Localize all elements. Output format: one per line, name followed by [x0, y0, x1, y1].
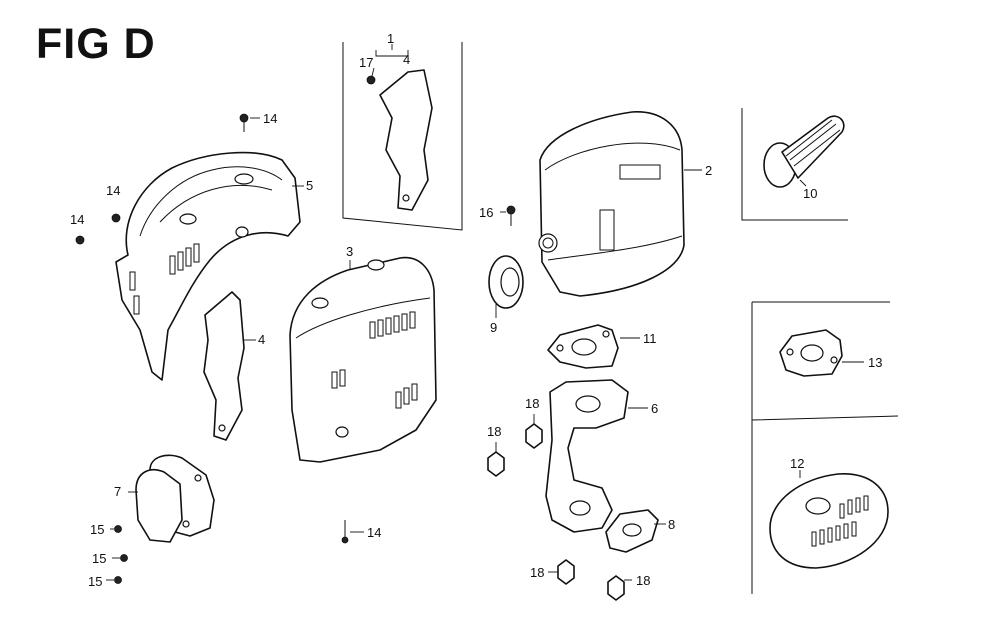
callout-15-c: 15 — [88, 574, 102, 589]
callout-18-a: 18 — [487, 424, 501, 439]
callout-11: 11 — [643, 331, 657, 346]
muffler-gasket — [547, 324, 619, 369]
callout-4-lower: 4 — [258, 332, 265, 347]
muffler-protector — [289, 256, 437, 463]
nut-18-b — [525, 423, 543, 449]
end-cap — [135, 454, 215, 543]
shroud-vents — [129, 243, 200, 315]
callout-2: 2 — [705, 163, 712, 178]
gasket-plate — [779, 329, 843, 377]
callout-labels: 1 2 3 4 4 5 6 7 8 9 10 11 12 13 14 14 14… — [70, 31, 882, 589]
callout-18-b: 18 — [525, 396, 539, 411]
exhaust-pipe — [545, 379, 629, 533]
callout-6: 6 — [651, 401, 658, 416]
bolt-14-left-a — [111, 213, 121, 223]
engine-shroud — [115, 151, 301, 381]
muffler — [538, 111, 685, 297]
callout-7: 7 — [114, 484, 121, 499]
callout-5: 5 — [306, 178, 313, 193]
callout-16: 16 — [479, 205, 493, 220]
callout-14-left-b: 14 — [70, 212, 84, 227]
callout-4-upper: 4 — [403, 52, 410, 67]
callout-17: 17 — [359, 55, 373, 70]
inset-frame-part-1 — [342, 42, 463, 231]
callout-3: 3 — [346, 244, 353, 259]
spark-arrester — [763, 115, 845, 188]
bolt-14-top — [239, 113, 249, 132]
screw-15-a — [114, 525, 122, 533]
callout-18-c: 18 — [530, 565, 544, 580]
heat-shield-lower — [203, 291, 245, 441]
exhaust-gasket — [605, 509, 659, 553]
callout-10: 10 — [803, 186, 817, 201]
callout-9: 9 — [490, 320, 497, 335]
nut-18-d — [607, 575, 625, 601]
callout-14-left-a: 14 — [106, 183, 120, 198]
inset-frame-part-10 — [741, 108, 848, 221]
bolt-14-bottom — [341, 520, 349, 544]
bolt-14-left-b — [75, 235, 85, 245]
nut-18-a — [487, 451, 505, 477]
screw-15-b — [120, 554, 128, 562]
nut-18-c — [557, 559, 575, 585]
figure-title: FIG D — [36, 20, 156, 68]
callout-13: 13 — [868, 355, 882, 370]
screen-slots — [811, 495, 869, 547]
callout-18-d: 18 — [636, 573, 650, 588]
callout-14-bottom: 14 — [367, 525, 381, 540]
callout-14-top: 14 — [263, 111, 277, 126]
callout-1: 1 — [387, 31, 394, 46]
heat-shield-upper — [366, 69, 433, 211]
screen-plate — [769, 473, 889, 569]
callout-15-a: 15 — [90, 522, 104, 537]
screw-15-c — [114, 576, 122, 584]
bolt-16 — [506, 205, 516, 226]
callout-15-b: 15 — [92, 551, 106, 566]
callout-8: 8 — [668, 517, 675, 532]
cover-vents — [331, 311, 418, 409]
leader-lines — [106, 44, 864, 581]
callout-12: 12 — [790, 456, 804, 471]
gasket-ring — [488, 255, 524, 309]
